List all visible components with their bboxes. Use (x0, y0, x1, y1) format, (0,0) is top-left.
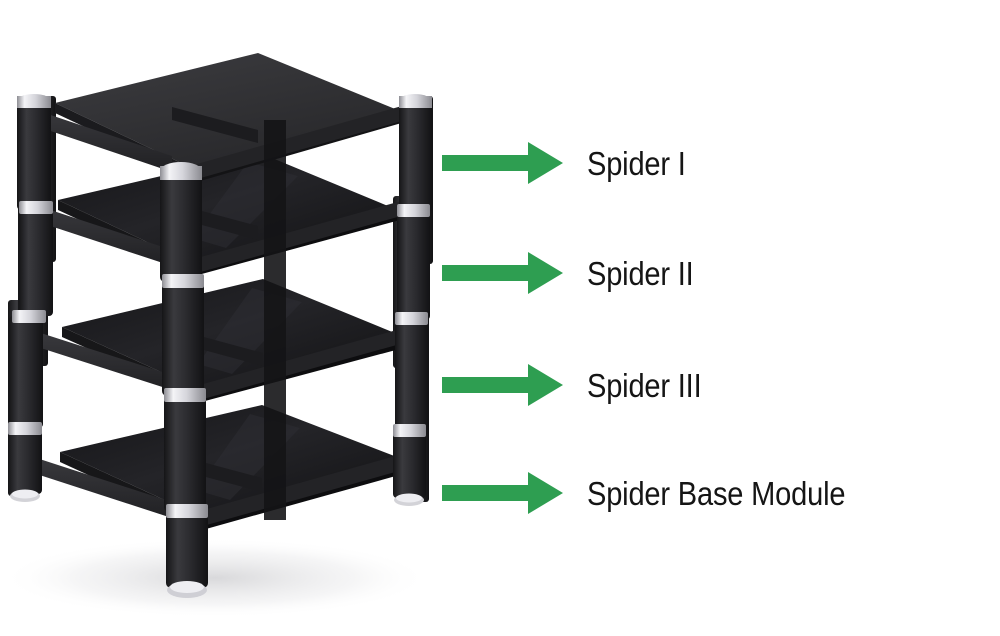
rail-3-front-left (22, 327, 178, 392)
floor-shadow (0, 538, 430, 618)
rail-top-inner (172, 107, 258, 143)
callout-list: Spider I Spider II Spider III Spider Bas… (440, 0, 1000, 636)
rail-2-front-right (190, 198, 412, 275)
rail-top-front-right (190, 102, 416, 181)
callout-spider-1: Spider I (440, 140, 699, 186)
right-arrow-icon (442, 252, 563, 294)
right-arrow-icon (442, 472, 563, 514)
inner-support-column (264, 120, 286, 520)
callout-spider-3: Spider III (440, 362, 717, 408)
callout-label: Spider II (587, 254, 694, 292)
shelf-level-1-top (18, 53, 416, 181)
post-front-left (8, 94, 53, 502)
callout-spider-base: Spider Base Module (440, 470, 881, 516)
post-front-right (393, 94, 432, 506)
rail-top-front-left (18, 104, 172, 172)
post-front-center (160, 162, 208, 598)
right-arrow-icon (442, 142, 563, 184)
equipment-rack-illustration (0, 53, 433, 618)
right-arrow-icon (442, 364, 563, 406)
callout-label: Spider III (587, 366, 702, 404)
rail-3-front-right (196, 324, 418, 401)
rail-base-front-left (18, 452, 175, 519)
rail-2-front-left (20, 200, 172, 266)
callout-spider-2: Spider II (440, 250, 708, 296)
callout-label: Spider I (587, 144, 686, 182)
callout-label: Spider Base Module (587, 474, 846, 512)
rail-base-front-right (196, 449, 420, 528)
